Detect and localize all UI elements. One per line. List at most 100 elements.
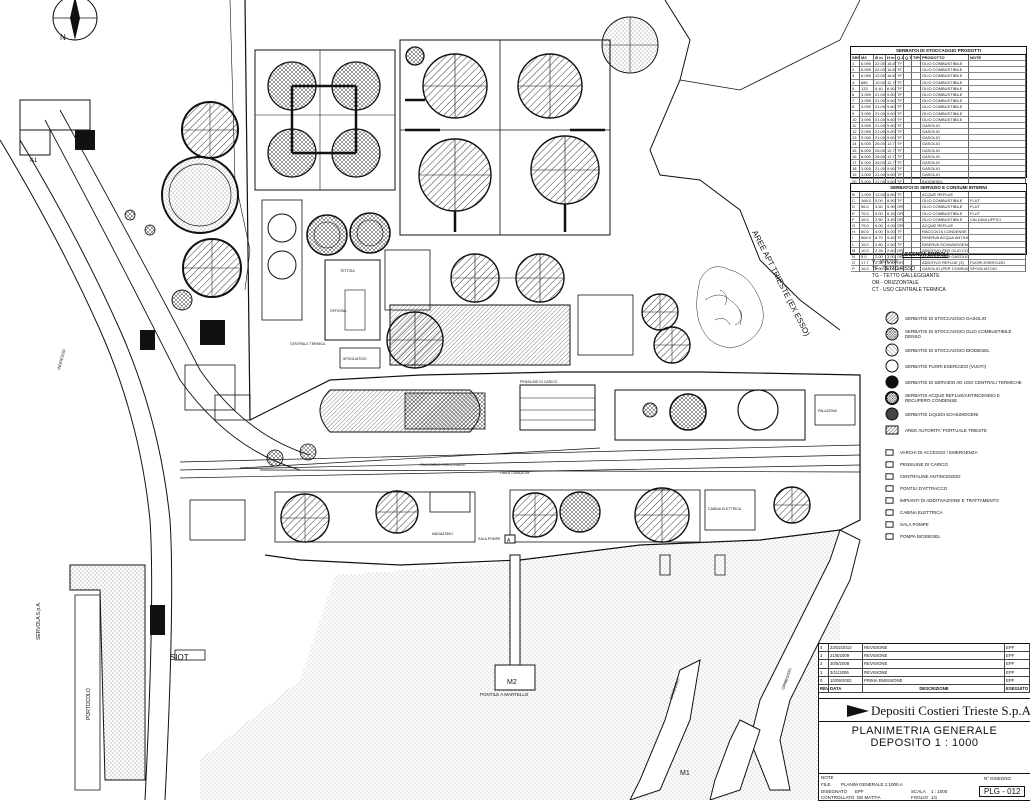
- raccordo-ferroviario-label: RACCORDO FERROVIARIO: [420, 463, 466, 467]
- table-cell: [969, 172, 1026, 179]
- tank-service: [267, 213, 297, 243]
- file-value: PLANIM GENERALE 1:1000.A: [841, 782, 903, 787]
- table-header-cell: Q.A: [896, 55, 904, 61]
- legend-item-label: SERBATOI DI STOCCAGGIO OLIO COMBUSTIBILE…: [905, 329, 1012, 339]
- table-cell: 11.70: [886, 79, 896, 86]
- foglio-value: 1/1: [931, 795, 938, 800]
- table-cell: OLIO COMBUSTIBILE: [921, 85, 969, 92]
- table-cell: [912, 198, 921, 205]
- drawing-title-line1: PLANIMETRIA GENERALE: [851, 725, 998, 737]
- table-cell: 2: [851, 67, 860, 74]
- table-cell: OLIO COMBUSTIBILE: [921, 110, 969, 117]
- table-cell: [912, 73, 921, 80]
- table-cell: [904, 147, 912, 154]
- building-uffici: [19, 99, 91, 131]
- palazzina-label: PALAZZINA: [818, 409, 837, 413]
- table-cell: OR: [896, 266, 904, 273]
- table-cell: 60.0: [860, 229, 874, 236]
- table-cell: 9.60: [886, 91, 896, 99]
- table-cell: [912, 129, 921, 136]
- table-cell: [912, 253, 921, 261]
- table-cell: OLIO COMBUSTIBILE: [921, 98, 969, 105]
- table-cell: [912, 247, 921, 254]
- table-cell: 8.50: [886, 198, 896, 205]
- table-cell: 18: [851, 166, 860, 173]
- table-cell: [969, 192, 1026, 199]
- table-cell: [904, 235, 912, 242]
- table-cell: 16.0: [860, 216, 874, 223]
- legend-item: POMPA BIODIESEL: [885, 530, 1025, 542]
- table-cell: 9: [851, 110, 860, 117]
- table-cell: 22.00: [874, 67, 886, 74]
- table-cell: [904, 210, 912, 217]
- table-cell: OR: [896, 253, 904, 261]
- table-cell: 4.10: [886, 260, 896, 267]
- table-cell: C: [851, 198, 860, 205]
- table-cell: 2.00: [874, 266, 886, 273]
- tank: [313, 221, 341, 249]
- table-cell: 564.0: [860, 235, 874, 242]
- table-cell: 21.00: [874, 135, 886, 142]
- table-cell: OLIO COMBUSTIBILE: [921, 73, 969, 80]
- table-cell: 11: [851, 122, 860, 130]
- legend-item-label: POMPA BIODIESEL: [900, 533, 941, 539]
- drawing-title: PLANIMETRIA GENERALE DEPOSITO 1 : 1000: [819, 725, 1030, 749]
- table-cell: RACCOLTA CONDENSE C.T.: [921, 229, 969, 236]
- table-cell: 5: [851, 85, 860, 92]
- table-cell: H: [851, 229, 860, 236]
- table-cell: ADDITIVO REFLUE (3): [921, 260, 969, 267]
- building-palazzina: [614, 389, 806, 441]
- table-cell: [904, 135, 912, 142]
- table-cell: [912, 266, 921, 273]
- table-cell: 3.000: [860, 166, 874, 173]
- legend-item: SERBATOI FUORI ESERCIZIO (VUOTI): [885, 358, 1025, 374]
- table-cell: TF: [896, 85, 904, 92]
- legend-item-label: PENSILINE DI CARICO: [900, 461, 949, 467]
- table-cell: [912, 147, 921, 154]
- vegetation-cluster: [696, 266, 764, 348]
- table-cell: 2.00: [874, 253, 886, 261]
- table-cell: [912, 98, 921, 105]
- table-cell: 3.090: [860, 91, 874, 99]
- table-header-cell: TIPO: [912, 55, 921, 61]
- legend-item-label: SERBATOI DI STOCCAGGIO GASOLIO: [905, 315, 987, 321]
- aree-apt-boundary: [649, 0, 841, 331]
- scala-value: 1 : 1000: [931, 789, 948, 794]
- table-cell: OR: [896, 216, 904, 223]
- table-cell: 6.000: [860, 141, 874, 148]
- table-cell: GASOLIO: [921, 172, 969, 179]
- table-cell: [912, 172, 921, 179]
- centrale-termica-label: CENTRALE TERMICA: [290, 342, 326, 346]
- table-cell: [904, 91, 912, 99]
- pensiline-carico: [519, 384, 596, 431]
- m1-code: M1: [680, 770, 690, 777]
- title-block: Depositi Costieri Trieste S.p.A. PLANIME…: [818, 698, 1030, 801]
- table-cell: 21.00: [874, 98, 886, 105]
- legend-item-label: IMPIANTI DI ADDITIVAZIONE E TRATTAMENTO: [900, 497, 999, 503]
- table-cell: GASOLIO (PER CONSUMI CT): [921, 266, 969, 273]
- table-cell: [969, 222, 1026, 230]
- table-cell: [904, 253, 912, 261]
- legend-item: SERBATOI ACQUE REFLUE/ANTINCENDIO E RECU…: [885, 390, 1025, 406]
- table-cell: [904, 266, 912, 273]
- table-cell: [912, 235, 921, 242]
- table-cell: 19: [851, 172, 860, 179]
- legend-marker-icon: [885, 496, 894, 504]
- table-cell: O: [851, 260, 860, 267]
- table-cell: 3.090: [860, 98, 874, 105]
- table-cell: 3.00: [886, 253, 896, 261]
- table-cell: 22.00: [874, 73, 886, 80]
- spogliatoio-label: SPOGLIATOIO: [343, 357, 367, 361]
- table-cell: [969, 85, 1026, 92]
- tank: [161, 156, 239, 234]
- table-cell: 16.0: [860, 266, 874, 273]
- table-cell: [969, 110, 1026, 117]
- gate-a: [504, 534, 516, 544]
- table-cell: 6.000: [860, 147, 874, 154]
- table-cell: ADDITIVO PER GASOLIO (2): [921, 253, 969, 261]
- table-cell: 56.0: [860, 204, 874, 211]
- table-cell: RISERVA SCHIUMOGENO: [921, 241, 969, 248]
- table-cell: [969, 73, 1026, 80]
